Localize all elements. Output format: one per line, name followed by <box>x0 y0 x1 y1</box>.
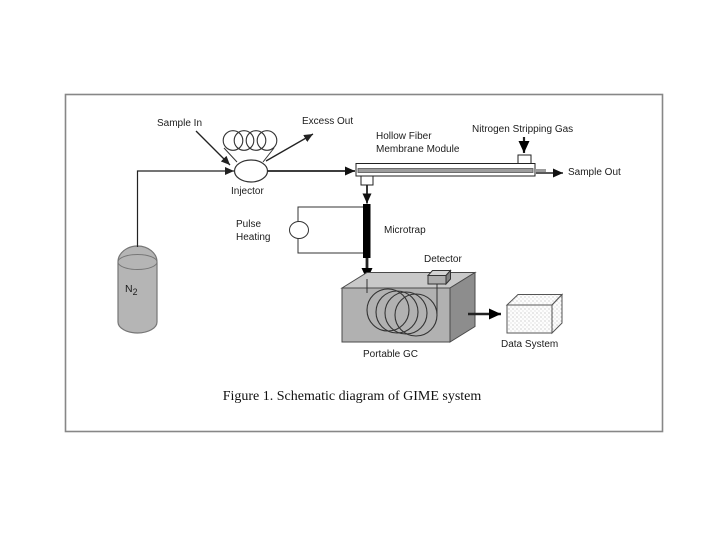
injector-valve <box>222 130 278 183</box>
sample-in-label: Sample In <box>157 118 203 129</box>
module-outlet-fitting <box>360 175 374 186</box>
pulse-heating-label-line1: Pulse <box>236 219 262 230</box>
detector-box <box>426 269 452 286</box>
injector-label: Injector <box>231 186 264 197</box>
excess-out-label: Excess Out <box>302 116 354 127</box>
detector-label: Detector <box>424 254 462 265</box>
membrane-module-label-line1: Hollow Fiber <box>376 131 432 142</box>
pulse-heating-label-line2: Heating <box>236 232 271 243</box>
sample-in-arrow <box>195 130 231 166</box>
membrane-module-label: Hollow Fiber Membrane Module <box>376 130 459 156</box>
nitrogen-cylinder <box>117 245 158 334</box>
data-system-box <box>505 293 564 335</box>
nitrogen-stripping-gas-label: Nitrogen Stripping Gas <box>472 124 574 135</box>
n2-subscript: 2 <box>132 287 138 298</box>
portable-gc-label: Portable GC <box>363 349 419 360</box>
microtrap-label: Microtrap <box>384 225 426 236</box>
diagram-frame <box>64 93 664 433</box>
excess-out-arrow <box>265 133 314 162</box>
gc-column-coil <box>366 288 438 337</box>
membrane-module <box>355 154 546 186</box>
pulse-heating-label: Pulse Heating <box>236 218 270 244</box>
n2-label: N2 <box>125 283 137 299</box>
microtrap-bar <box>361 204 373 280</box>
membrane-module-label-line2: Membrane Module <box>376 144 460 155</box>
portable-gc-box <box>340 269 477 343</box>
nitrogen-inlet-fitting <box>517 154 532 164</box>
pulse-source-symbol <box>289 221 309 239</box>
pulse-heating-circuit <box>289 206 365 254</box>
figure-caption: Figure 1. Schematic diagram of GIME syst… <box>222 389 482 404</box>
data-system-label: Data System <box>501 339 559 350</box>
carrier-gas-line <box>136 167 234 247</box>
n2-symbol: N <box>125 283 133 295</box>
sample-out-label: Sample Out <box>568 167 621 178</box>
